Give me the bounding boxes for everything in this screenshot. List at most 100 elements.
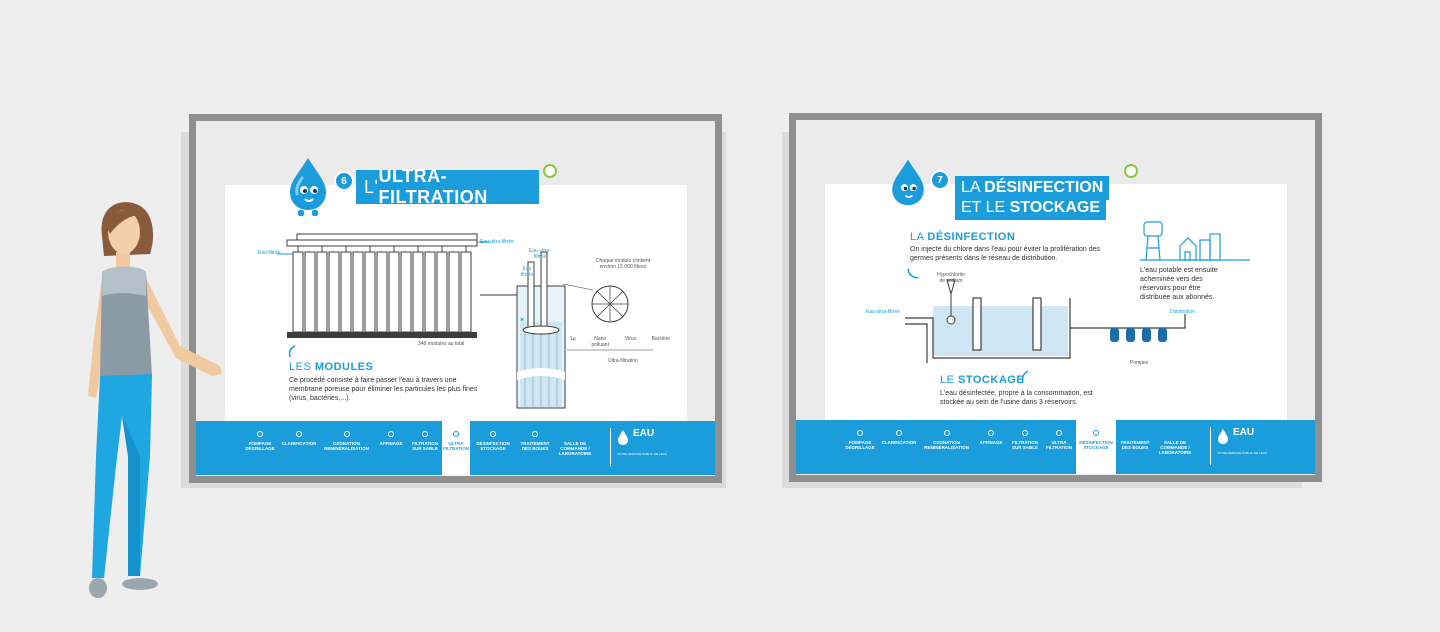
title-bold: STOCKAGE: [1009, 199, 1101, 216]
step-number-badge: 7: [930, 170, 950, 190]
nav-item-label: ULTRA FILTRATION: [1045, 440, 1073, 450]
nav-item[interactable]: OZONATION REMINÉRALISATION: [319, 421, 374, 475]
process-nav-bar: POMPAGE DÉGRILLAGE CLARIFICATION OZONATI…: [796, 420, 1315, 474]
nav-item[interactable]: OZONATION REMINÉRALISATION: [919, 420, 974, 474]
nav-dot-icon: [388, 431, 394, 437]
label-eau-filtree-vertical: Eau filtrée: [520, 266, 534, 278]
nav-item[interactable]: POMPAGE DÉGRILLAGE: [241, 421, 279, 475]
section-title-modules: LES MODULES: [289, 361, 373, 373]
nav-item-active[interactable]: ULTRA FILTRATION: [442, 421, 470, 475]
nav-dot-icon: [1022, 430, 1028, 436]
nav-item-label: SALLE DE COMMANDE / LABORATOIRE: [558, 441, 592, 456]
nav-item[interactable]: CLARIFICATION: [879, 420, 919, 474]
title-bold: ULTRA-FILTRATION: [378, 166, 488, 207]
label-distribution: Distribution: [1170, 309, 1196, 315]
section-title-light: LA: [910, 231, 928, 243]
nav-dot-icon: [453, 431, 459, 437]
brand-drop-icon: [618, 430, 628, 445]
nav-item-label: DÉSINFECTION STOCKAGE: [1079, 440, 1113, 450]
nav-item-label: OZONATION REMINÉRALISATION: [924, 440, 969, 450]
curved-arrow-icon: [288, 345, 296, 358]
scale-title: Ultra-filtration: [608, 358, 638, 364]
nav-item-active[interactable]: DÉSINFECTION STOCKAGE: [1076, 420, 1116, 474]
label-eau-ultra-vertical: Eau ultra-filtrée: [529, 248, 551, 260]
nav-item-label: ULTRA FILTRATION: [442, 441, 470, 451]
water-drop-mascot-icon: [290, 158, 326, 216]
nav-item-label: OZONATION REMINÉRALISATION: [324, 441, 369, 451]
side-text-distribution: L'eau potable est ensuite acheminée vers…: [1140, 267, 1218, 301]
nav-item[interactable]: TRAITEMENT DES BOUES: [516, 421, 554, 475]
nav-divider: [1210, 427, 1211, 465]
section-title-bold: MODULES: [314, 361, 374, 373]
nav-dot-icon: [343, 431, 350, 437]
nav-item[interactable]: CLARIFICATION: [279, 421, 319, 475]
nav-item-label: CLARIFICATION: [281, 441, 317, 446]
nav-item-label: AFFINAGE: [979, 440, 1003, 445]
nav-item[interactable]: DÉSINFECTION STOCKAGE: [470, 421, 516, 475]
nav-item[interactable]: ULTRA FILTRATION: [1042, 420, 1076, 474]
section-title-desinfection: LA DÉSINFECTION: [910, 231, 1015, 243]
nav-dot-icon: [532, 431, 538, 437]
modules-diagram: ✶: [277, 233, 653, 409]
nav-item-label: TRAITEMENT DES BOUES: [1120, 440, 1150, 450]
label-hypochlorite: Hypochlorite de sodium: [937, 272, 965, 284]
nav-dot-icon: [1056, 430, 1062, 436]
section-title-bold: DÉSINFECTION: [927, 231, 1016, 243]
nav-divider: [610, 428, 611, 466]
nav-dot-icon: [1093, 430, 1099, 436]
title-light: ET LE: [961, 199, 1010, 216]
section-title-light: LES: [289, 361, 315, 373]
section-title-bold: STOCKAGE: [958, 374, 1025, 386]
section-body-modules: Ce procédé consiste à faire passer l'eau…: [289, 377, 478, 402]
scale-label: Bactérie: [651, 336, 670, 342]
timer-icon: [1124, 164, 1138, 178]
brand-name: EAU: [633, 428, 655, 439]
nav-item[interactable]: FILTRATION SUR SABLE: [408, 421, 442, 475]
nav-item[interactable]: SALLE DE COMMANDE / LABORATOIRE: [554, 421, 596, 475]
nav-dot-icon: [490, 431, 496, 437]
curved-arrow-icon: [1021, 370, 1029, 383]
water-tower-city-icon: [1140, 221, 1250, 261]
panel2-title-line2: ET LE STOCKAGE: [955, 196, 1107, 220]
nav-dot-icon: [257, 431, 263, 437]
woman-figure-illustration: [88, 202, 222, 598]
nav-item[interactable]: TRAITEMENT DES BOUES: [1116, 420, 1154, 474]
title-light: LA: [961, 179, 985, 196]
scale-label: 1µ: [570, 336, 576, 342]
brand-subtitle: VOTRE SERVICE PUBLIC DE L'EAU: [617, 452, 668, 456]
panel2-sheet: [825, 184, 1287, 421]
storage-tanks-diagram: [905, 279, 1186, 363]
nav-item[interactable]: FILTRATION SUR SABLE: [1008, 420, 1042, 474]
nav-item-label: FILTRATION SUR SABLE: [411, 441, 439, 451]
nav-item-label: POMPAGE DÉGRILLAGE: [245, 441, 275, 451]
nav-item[interactable]: POMPAGE DÉGRILLAGE: [841, 420, 879, 474]
section-title-light: LE: [940, 374, 959, 386]
filtration-scale: 1µ Nano polluant Virus Bactérie: [570, 336, 670, 348]
step-number-badge: 6: [334, 171, 354, 191]
label-modules-count: 348 modules au total: [418, 341, 465, 347]
nav-item-label: POMPAGE DÉGRILLAGE: [845, 440, 875, 450]
title-bold: DÉSINFECTION: [984, 179, 1104, 196]
label-eau-filtree: Eau filtrée: [258, 250, 281, 256]
nav-dot-icon: [896, 430, 902, 436]
scale-label: Virus: [624, 336, 637, 342]
nav-item[interactable]: AFFINAGE: [374, 421, 408, 475]
nav-item-label: TRAITEMENT DES BOUES: [520, 441, 550, 451]
nav-item-label: DÉSINFECTION STOCKAGE: [476, 441, 510, 451]
nav-dot-icon: [422, 431, 428, 437]
nav-item-label: FILTRATION SUR SABLE: [1011, 440, 1039, 450]
nav-item[interactable]: AFFINAGE: [974, 420, 1008, 474]
label-fibres: Chaque module contient environ 15 000 fi…: [595, 258, 651, 270]
nav-dot-icon: [857, 430, 863, 436]
process-nav-bar: POMPAGE DÉGRILLAGE CLARIFICATION OZONATI…: [196, 421, 715, 475]
section-body-stockage: L'eau désinfectée, propre à la consommat…: [940, 390, 1093, 406]
section-title-stockage: LE STOCKAGE: [940, 374, 1024, 386]
curved-arrow-icon: [907, 268, 919, 279]
nav-item-label: CLARIFICATION: [881, 440, 917, 445]
nav-item[interactable]: SALLE DE COMMANDE / LABORATOIRE: [1154, 420, 1196, 474]
svg-text:✶: ✶: [519, 316, 525, 324]
brand-subtitle: VOTRE SERVICE PUBLIC DE L'EAU: [1217, 451, 1268, 455]
title-light: L': [364, 176, 379, 197]
section-body-desinfection: On injecte du chlore dans l'eau pour évi…: [910, 246, 1101, 262]
